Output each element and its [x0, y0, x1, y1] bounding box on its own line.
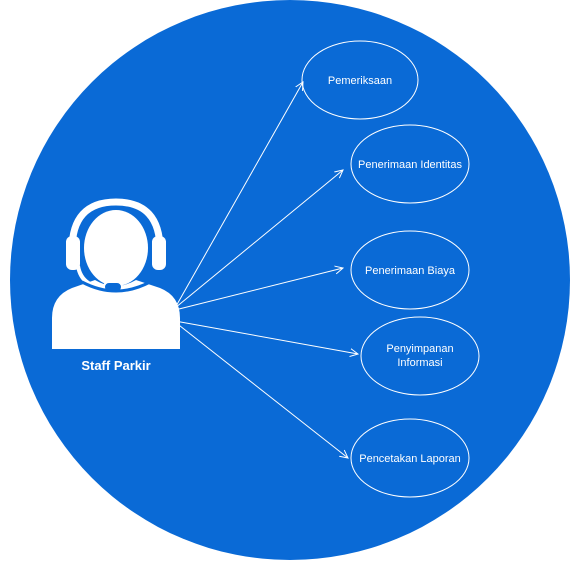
use-case-penerimaan-identitas: Penerimaan Identitas	[350, 124, 470, 204]
association-arrow	[174, 170, 343, 309]
use-case-label: Penerimaan Biaya	[365, 265, 456, 277]
use-case-pencetakan-laporan: Pencetakan Laporan	[350, 418, 470, 498]
actor-label: Staff Parkir	[81, 358, 150, 373]
use-case-ellipse	[350, 230, 470, 310]
use-case-label: Informasi	[397, 357, 442, 369]
use-case-pemeriksaan: Pemeriksaan	[301, 40, 419, 120]
background-circle	[10, 0, 570, 560]
association-arrow	[174, 321, 348, 458]
headset-person-icon	[52, 198, 180, 349]
use-case-label: Penyimpanan	[386, 343, 453, 355]
association-arrow	[174, 320, 358, 354]
association-arrow	[174, 82, 303, 309]
use-case-label: Pemeriksaan	[328, 75, 392, 87]
use-case-label: Pencetakan Laporan	[359, 453, 461, 465]
use-case-ellipse	[350, 124, 470, 204]
use-case-ellipse	[301, 40, 419, 120]
use-case-penerimaan-biaya: Penerimaan Biaya	[350, 230, 470, 310]
association-arrows	[174, 82, 358, 458]
association-arrow	[174, 268, 343, 311]
use-case-penyimpanan-informasi: Penyimpanan Informasi	[360, 316, 480, 396]
use-case-label: Penerimaan Identitas	[358, 159, 462, 171]
use-case-ellipse	[350, 418, 470, 498]
use-case-ellipse	[360, 316, 480, 396]
